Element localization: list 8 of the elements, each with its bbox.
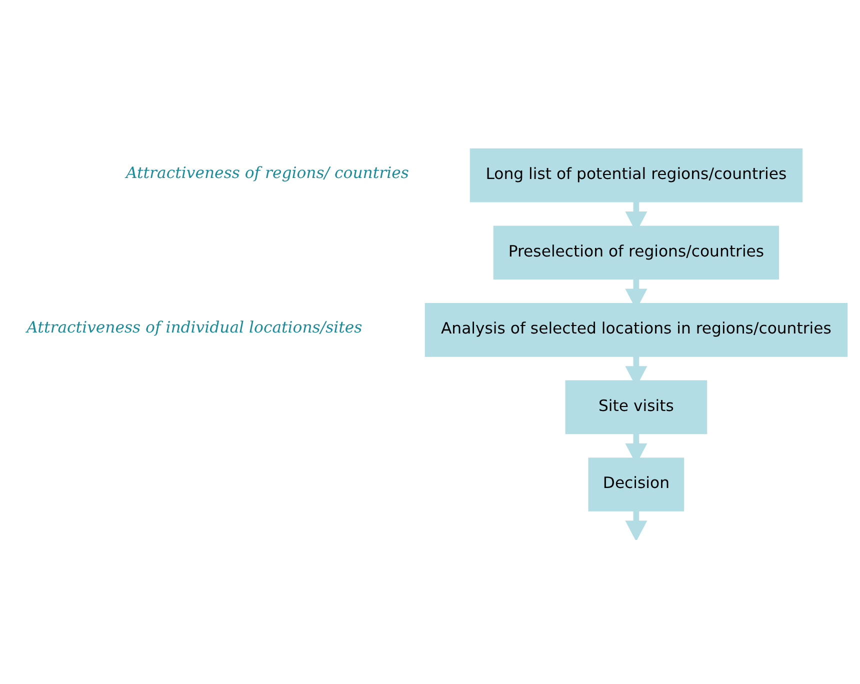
arrow — [625, 510, 648, 540]
node-box: Preselection of regions/countries — [493, 225, 780, 280]
node-box: Long list of potential regions/countries — [470, 148, 803, 202]
node-box: Analysis of selected locations in regions/countries — [424, 302, 848, 356]
node-box: Decision — [588, 457, 684, 511]
label: Attractiveness of individual locations/sites — [26, 317, 362, 336]
label: Attractiveness of regions/ countries — [126, 162, 409, 182]
node-box: Site visits — [565, 380, 708, 434]
